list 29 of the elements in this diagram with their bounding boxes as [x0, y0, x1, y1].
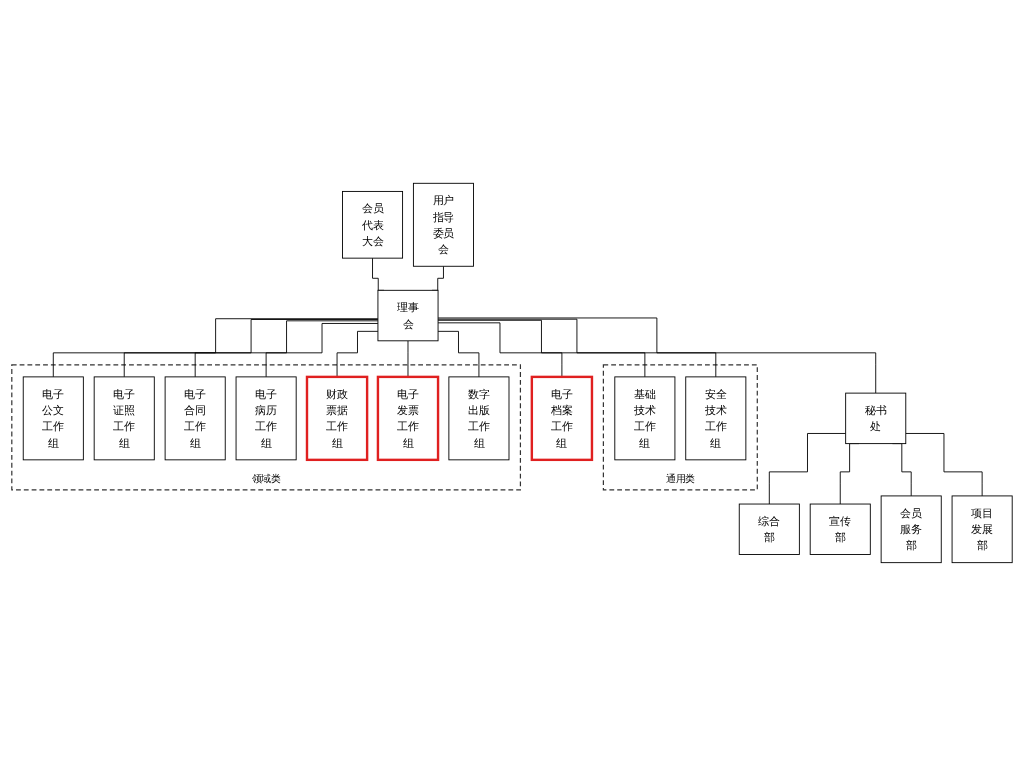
node-box: 宣传部: [809, 503, 871, 555]
node-box: 财政票据工作组: [305, 375, 368, 462]
node-box: 基础技术工作组: [613, 376, 675, 461]
connector: [437, 319, 645, 378]
node-box: 电子发票工作组: [376, 375, 439, 462]
connector: [437, 317, 876, 394]
node-box: 会员服务部: [880, 495, 942, 564]
node-box: 电子档案工作组: [530, 375, 593, 462]
node-box: 项目发展部: [951, 495, 1013, 564]
node-box: 电子公文工作组: [22, 376, 84, 461]
connector: [437, 330, 479, 378]
node-box: 综合部: [738, 503, 800, 555]
node-box: 秘书处: [844, 392, 906, 445]
node-box: 理事会: [377, 289, 438, 342]
node-box: 会员代表大会: [341, 190, 403, 259]
connector: [437, 318, 716, 378]
connector: [265, 323, 378, 378]
node-box: 电子证照工作组: [93, 376, 155, 461]
node-box: 电子合同工作组: [164, 376, 226, 461]
connector: [194, 320, 378, 378]
node-box: 数字出版工作组: [447, 376, 509, 461]
connector: [768, 433, 846, 505]
node-box: 电子病历工作组: [235, 376, 297, 461]
node-box: 用户指导委员会: [412, 182, 474, 267]
connector: [123, 319, 378, 378]
connector: [52, 318, 378, 378]
connector: [904, 433, 983, 497]
connector: [437, 322, 562, 378]
node-box: 安全技术工作组: [684, 376, 746, 461]
